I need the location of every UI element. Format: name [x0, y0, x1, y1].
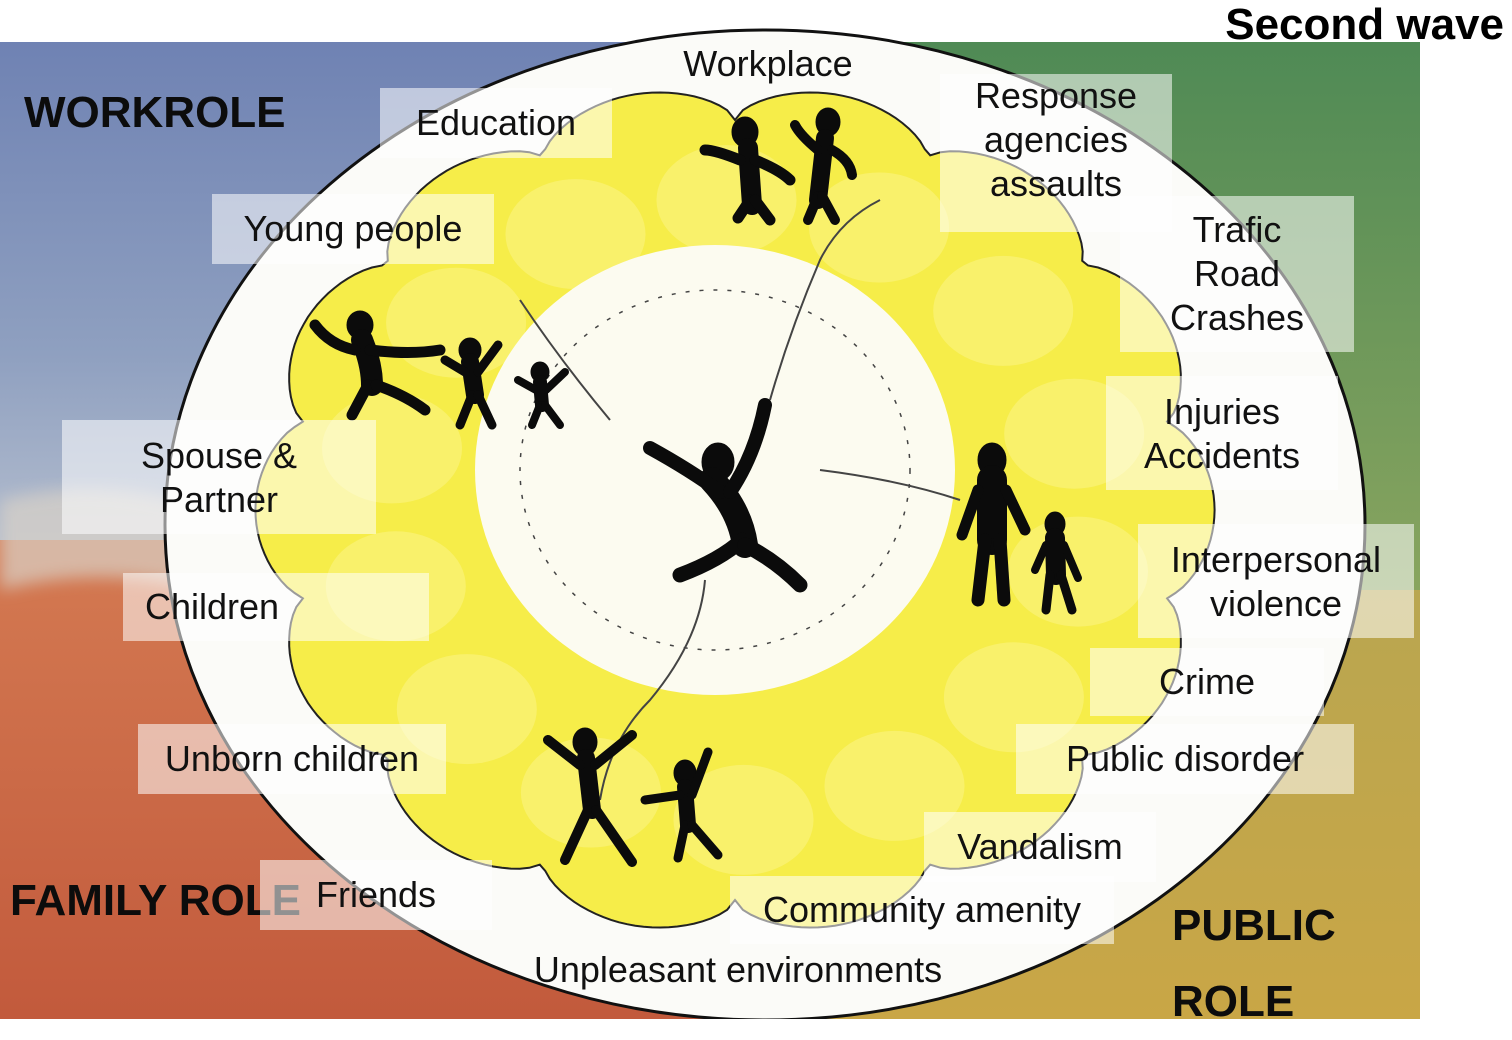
label-interpersonal-violence: Interpersonal violence — [1138, 524, 1414, 638]
workrole-caption: WORKROLE — [24, 88, 286, 137]
friends-figures-icon — [543, 727, 723, 867]
label-community-amenity: Community amenity — [730, 876, 1114, 944]
label-response-agencies: Response agencies assaults — [940, 74, 1172, 232]
label-workplace: Workplace — [683, 43, 853, 84]
label-unpleasant-environments: Unpleasant environments — [533, 949, 943, 990]
label-friends: Friends — [260, 860, 492, 930]
adult-child-figures-icon — [956, 442, 1082, 615]
family-role-caption: FAMILY ROLE — [10, 876, 301, 925]
label-vandalism: Vandalism — [924, 812, 1156, 882]
label-education: Education — [380, 88, 612, 158]
petal-highlight — [505, 179, 646, 290]
label-children: Children — [123, 573, 429, 641]
family-figures-icon — [309, 310, 569, 430]
central-figure-icon — [643, 398, 808, 593]
label-young-people: Young people — [212, 194, 494, 264]
petal-highlight — [933, 255, 1074, 366]
workplace-figures-icon — [699, 107, 857, 226]
label-injuries-accidents: Injuries Accidents — [1106, 376, 1338, 490]
label-crime: Crime — [1090, 648, 1324, 716]
label-trafic-road-crashes: Trafic Road Crashes — [1120, 196, 1354, 352]
label-public-disorder: Public disorder — [1016, 724, 1354, 794]
page-title: Second wave — [1225, 0, 1504, 49]
petal-highlight — [656, 145, 797, 256]
public-role-caption: PUBLIC ROLE — [1172, 901, 1336, 1026]
label-unborn-children: Unborn children — [138, 724, 446, 794]
petal-highlight — [809, 172, 950, 283]
sketch-lines — [519, 199, 961, 801]
label-spouse-partner: Spouse & Partner — [62, 420, 376, 534]
